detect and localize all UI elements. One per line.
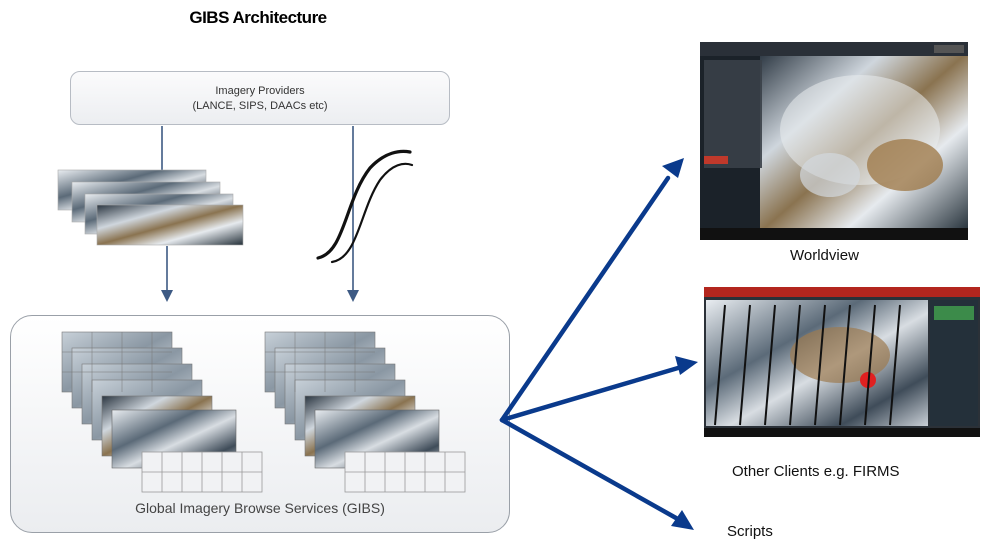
gibs-tile-stack-right <box>264 331 466 493</box>
output-arrows <box>499 158 698 530</box>
down-arrow-right-head <box>347 290 359 302</box>
arrow-to-worldview <box>499 175 671 423</box>
metadata-curve-icon <box>316 149 414 264</box>
gibs-tile-stack-left <box>61 331 263 493</box>
diagram-title: GIBS Architecture <box>189 8 327 27</box>
arrow-to-scripts <box>499 417 679 521</box>
firms-screenshot <box>704 287 980 437</box>
down-arrow-left-head <box>161 290 173 302</box>
arrow-to-firms-head <box>675 356 698 375</box>
worldview-label: Worldview <box>790 247 859 264</box>
firms-label: Other Clients e.g. FIRMS <box>732 463 900 480</box>
providers-line-1: Imagery Providers <box>215 85 305 97</box>
worldview-screenshot <box>700 42 968 240</box>
gibs-label: Global Imagery Browse Services (GIBS) <box>135 500 385 516</box>
input-imagery-stack <box>57 169 244 246</box>
arrow-to-worldview-head <box>662 158 684 178</box>
scripts-label: Scripts <box>727 523 773 540</box>
arrow-to-scripts-head <box>671 510 694 530</box>
providers-line-2: (LANCE, SIPS, DAACs etc) <box>192 100 328 112</box>
arrow-to-firms <box>499 365 681 423</box>
imagery-providers-box: Imagery Providers (LANCE, SIPS, DAACs et… <box>70 71 450 125</box>
